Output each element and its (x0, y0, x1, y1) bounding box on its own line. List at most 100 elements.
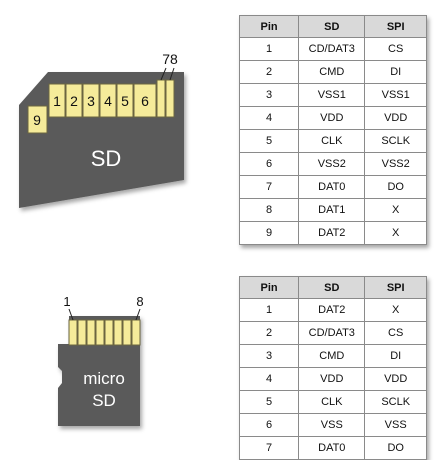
sd-mode-cell: DAT1 (298, 198, 366, 222)
pin-cell: 3 (238, 344, 300, 368)
pin-cell: 4 (238, 367, 300, 391)
micro-sd-pin-contacts (68, 319, 141, 346)
spi-mode-cell: SCLK (364, 390, 427, 414)
micro-sd-label-line1: micro (83, 369, 125, 388)
spi-mode-cell: VDD (364, 106, 427, 130)
pin-cell: 7 (238, 436, 300, 460)
column-header-pin: Pin (238, 276, 300, 299)
sd-card-label: SD (91, 146, 122, 171)
sd-pin-leaders (160, 67, 175, 81)
sd-pin-4 (99, 83, 117, 118)
pin-cell: 9 (238, 221, 300, 245)
pin-cell: 2 (238, 321, 300, 345)
spi-mode-cell: VSS1 (364, 83, 427, 107)
micro-sd-pin-4 (95, 319, 105, 346)
sd-mode-cell: VDD (298, 106, 366, 130)
sd-card-diagram: 1 2 3 4 5 6 9 78 SD (19, 51, 184, 208)
sd-mode-cell: CD/DAT3 (298, 321, 366, 345)
sd-pin-label-5: 5 (121, 93, 129, 109)
spi-mode-cell: X (364, 298, 427, 322)
spi-mode-cell: SCLK (364, 129, 427, 153)
spi-mode-cell: VDD (364, 367, 427, 391)
table-header-row: Pin SD SPI (238, 15, 427, 38)
pin-cell: 5 (238, 390, 300, 414)
micro-sd-pin-1 (68, 319, 78, 346)
sd-mode-cell: CMD (298, 60, 366, 84)
sd-pin-label-3: 3 (87, 93, 95, 109)
column-header-spi: SPI (364, 276, 427, 299)
table-header-row: Pin SD SPI (238, 276, 427, 299)
sd-mode-cell: DAT0 (298, 175, 366, 199)
sd-mode-cell: DAT2 (298, 221, 366, 245)
sd-pin-6 (133, 83, 157, 118)
spi-mode-cell: X (364, 221, 427, 245)
sd-mode-cell: DAT0 (298, 436, 366, 460)
micro-sd-pin-label-last: 8 (136, 294, 143, 309)
pin-cell: 1 (238, 37, 300, 61)
sd-pin-callout-78: 78 (162, 51, 178, 67)
column-header-sd: SD (298, 15, 366, 38)
pin-cell: 6 (238, 152, 300, 176)
pin-cell: 4 (238, 106, 300, 130)
sd-mode-cell: VSS (298, 413, 366, 437)
spi-mode-cell: X (364, 198, 427, 222)
pin-cell: 5 (238, 129, 300, 153)
pin-cell: 2 (238, 60, 300, 84)
sd-pin-1 (48, 83, 66, 118)
sd-mode-cell: CD/DAT3 (298, 37, 366, 61)
sd-pin-5 (116, 83, 134, 118)
sd-mode-cell: DAT2 (298, 298, 366, 322)
sd-pin-2 (65, 83, 83, 118)
spi-mode-cell: DI (364, 60, 427, 84)
sd-pin-label-9: 9 (33, 112, 41, 128)
sd-pin-8 (165, 79, 175, 118)
sd-pin-label-2: 2 (70, 93, 78, 109)
sd-pin-label-4: 4 (104, 93, 112, 109)
sd-pin-label-6: 6 (141, 93, 149, 109)
column-header-sd: SD (298, 276, 366, 299)
column-header-pin: Pin (238, 15, 300, 38)
sd-pin-3 (82, 83, 100, 118)
sd-mode-cell: VDD (298, 367, 366, 391)
micro-sd-pin-2 (77, 319, 87, 346)
spi-mode-cell: DI (364, 344, 427, 368)
pin-cell: 3 (238, 83, 300, 107)
sd-pin-contacts (27, 79, 175, 134)
micro-sd-pin-7 (122, 319, 132, 346)
sd-pin-label-1: 1 (53, 93, 61, 109)
micro-sd-pin-leaders (68, 308, 141, 321)
micro-sd-label-line2: SD (92, 391, 116, 410)
spi-mode-cell: CS (364, 321, 427, 345)
spi-mode-cell: CS (364, 37, 427, 61)
micro-sd-pin-8 (131, 319, 141, 346)
micro-sd-pin-3 (86, 319, 96, 346)
micro-sd-pin-5 (104, 319, 114, 346)
pin-cell: 7 (238, 175, 300, 199)
pin-cell: 8 (238, 198, 300, 222)
sd-mode-cell: VSS1 (298, 83, 366, 107)
micro-sd-pin-6 (113, 319, 123, 346)
spi-mode-cell: VSS2 (364, 152, 427, 176)
pin-cell: 1 (238, 298, 300, 322)
sd-pin-9 (27, 105, 48, 134)
spi-mode-cell: VSS (364, 413, 427, 437)
spi-mode-cell: DO (364, 436, 427, 460)
sd-pin-7 (156, 79, 166, 118)
sd-mode-cell: VSS2 (298, 152, 366, 176)
